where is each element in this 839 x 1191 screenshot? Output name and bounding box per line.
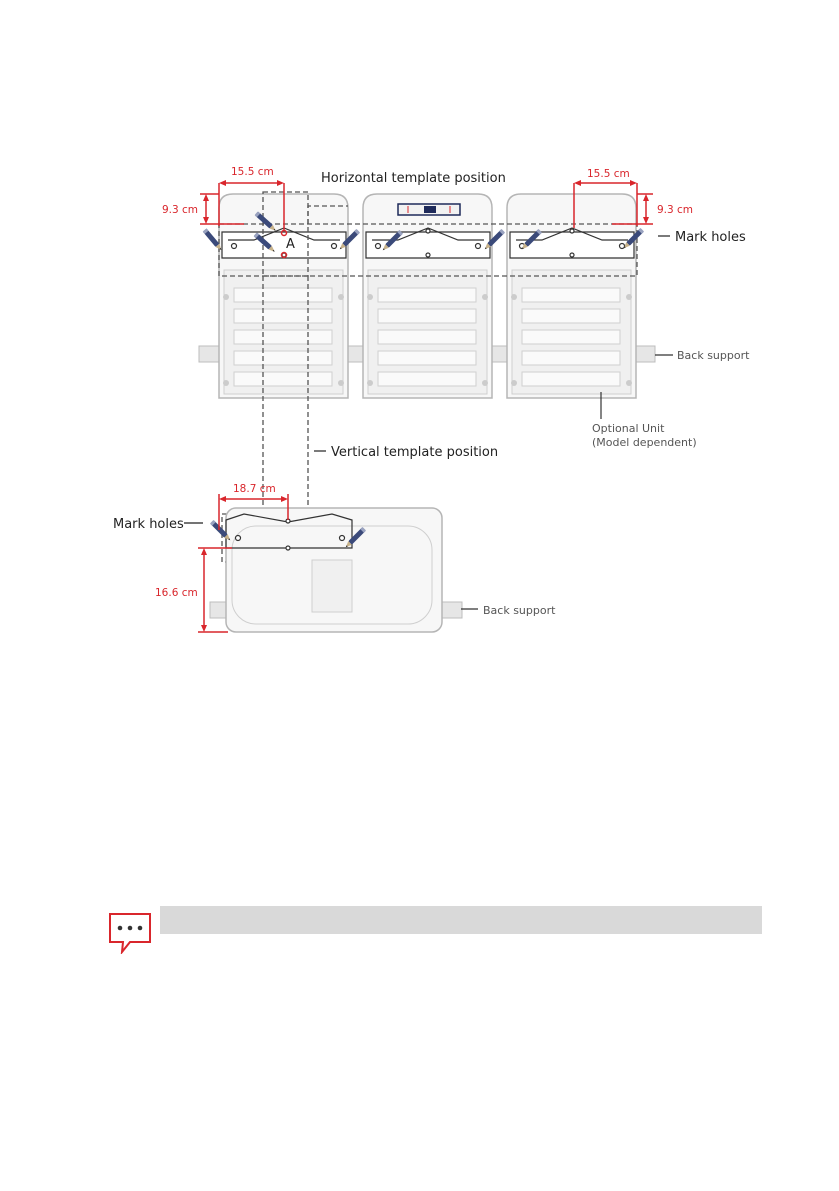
dim-top-right-height: 9.3 cm [657,204,693,216]
marker-a-label: A [286,237,295,252]
back-support-stub-left [210,602,226,618]
speech-bubble-ellipsis-icon [108,912,152,954]
dim-top-left-height: 9.3 cm [162,204,198,216]
note-header-bar [160,906,762,934]
dim-top-left-width: 15.5 cm [231,166,274,178]
mark-holes-right-label: Mark holes [675,230,746,245]
back-support-bar-bottom [440,602,462,618]
vertical-template-label: Vertical template position [331,445,498,460]
dim-bottom-height: 16.6 cm [155,587,198,599]
optional-unit-label-line1: Optional Unit [592,422,665,435]
back-support-bottom-label: Back support [483,604,556,617]
horizontal-template-label: Horizontal template position [321,171,506,186]
optional-unit-label-line2: (Model dependent) [592,436,697,449]
dim-top-right-width: 15.5 cm [587,168,630,180]
back-support-top-label: Back support [677,349,750,362]
dim-bottom-width: 18.7 cm [233,483,276,495]
mark-holes-left-label: Mark holes [113,517,184,532]
inverter-unit-bottom [226,508,442,632]
spirit-level-icon [398,204,460,215]
mounting-brackets-top [222,228,634,258]
